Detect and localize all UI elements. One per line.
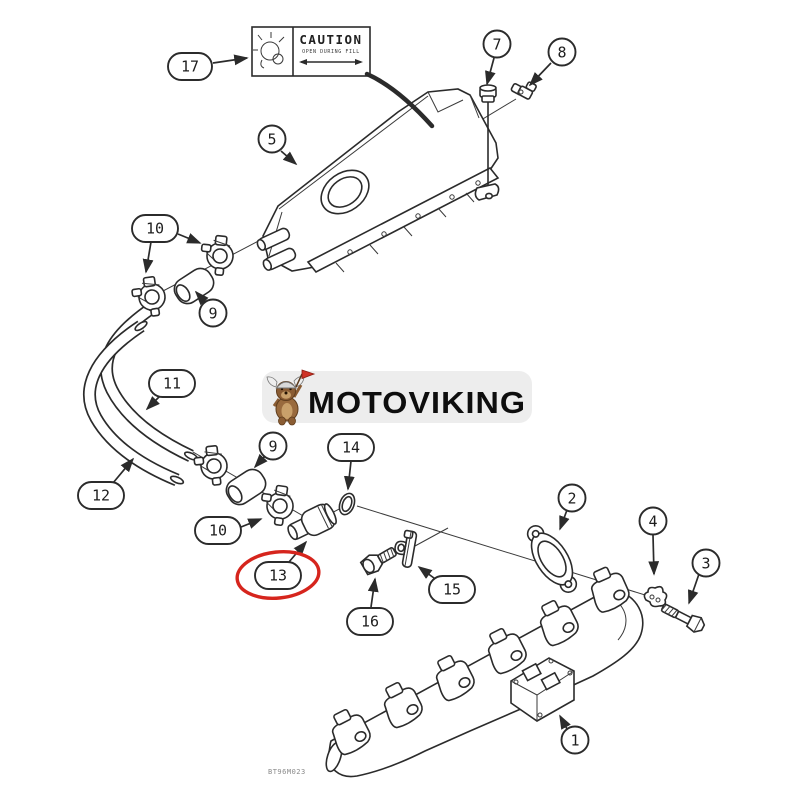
part-5-cover xyxy=(256,88,500,274)
part-14-oring xyxy=(338,492,356,516)
callout-15: 15 xyxy=(428,575,476,604)
svg-text:3: 3 xyxy=(701,555,710,573)
callout-2: 2 xyxy=(557,483,587,513)
caution-title: CAUTION xyxy=(299,32,362,47)
svg-text:11: 11 xyxy=(163,375,181,393)
part-8-clip xyxy=(510,81,537,100)
watermark-brand-text: MOTOVIKING xyxy=(308,385,526,420)
part-12-hose xyxy=(83,320,185,487)
callout-11: 11 xyxy=(148,369,196,398)
red-highlight-ellipse xyxy=(235,550,321,600)
svg-text:17: 17 xyxy=(181,58,199,76)
callout-10-middle: 10 xyxy=(194,516,242,545)
callout-10-upper: 10 xyxy=(131,214,179,243)
callout-17: 17 xyxy=(167,52,213,81)
double-arrow-icon xyxy=(299,59,363,65)
svg-text:14: 14 xyxy=(342,439,360,457)
flag-icon xyxy=(301,369,316,380)
caution-subtitle: OPEN DURING FILL xyxy=(302,49,360,55)
svg-text:12: 12 xyxy=(92,487,110,505)
part-17-decal: CAUTION OPEN DURING FILL xyxy=(251,26,435,129)
callouts: 17 5 7 8 10 9 11 12 xyxy=(77,29,721,755)
callout-12: 12 xyxy=(77,481,125,510)
part-13-elbow-fitting xyxy=(287,503,337,541)
figure-code: BT96M023 xyxy=(268,768,306,776)
svg-text:8: 8 xyxy=(557,44,566,62)
callout-3: 3 xyxy=(691,548,721,578)
svg-text:9: 9 xyxy=(268,438,277,456)
callout-14: 14 xyxy=(327,433,375,462)
svg-text:15: 15 xyxy=(443,581,461,599)
part-4-clip xyxy=(643,585,668,608)
callout-9-middle: 9 xyxy=(258,431,288,461)
svg-text:5: 5 xyxy=(267,131,276,149)
svg-text:4: 4 xyxy=(648,513,657,531)
watermark: MOTOVIKING xyxy=(262,369,532,426)
coolant-splash-icon xyxy=(253,32,285,69)
callout-13-highlighted: 13 xyxy=(254,561,302,590)
part-9-tube-middle xyxy=(221,464,271,510)
callout-4: 4 xyxy=(638,506,668,536)
viking-dog-icon xyxy=(266,369,316,426)
callout-9-upper: 9 xyxy=(198,298,228,328)
watermark-background xyxy=(262,371,532,423)
part-3-bolt xyxy=(660,603,706,633)
part-16-bolt xyxy=(359,547,397,576)
callout-7: 7 xyxy=(482,29,512,59)
part-1-manifold xyxy=(323,561,644,778)
svg-text:7: 7 xyxy=(492,36,501,54)
callout-1: 1 xyxy=(560,725,590,755)
svg-text:1: 1 xyxy=(570,732,579,750)
callout-16: 16 xyxy=(346,607,394,636)
part-10-clamp-mid-left xyxy=(192,443,230,488)
svg-text:9: 9 xyxy=(208,305,217,323)
part-7-bolt xyxy=(474,84,500,201)
svg-text:16: 16 xyxy=(361,613,379,631)
callout-5: 5 xyxy=(257,124,287,154)
svg-text:10: 10 xyxy=(209,522,227,540)
svg-text:13: 13 xyxy=(269,567,287,585)
callout-8: 8 xyxy=(547,37,577,67)
part-15-clamp-plate xyxy=(394,529,418,568)
svg-text:10: 10 xyxy=(146,220,164,238)
svg-text:2: 2 xyxy=(567,490,576,508)
part-2-gasket xyxy=(526,525,578,593)
